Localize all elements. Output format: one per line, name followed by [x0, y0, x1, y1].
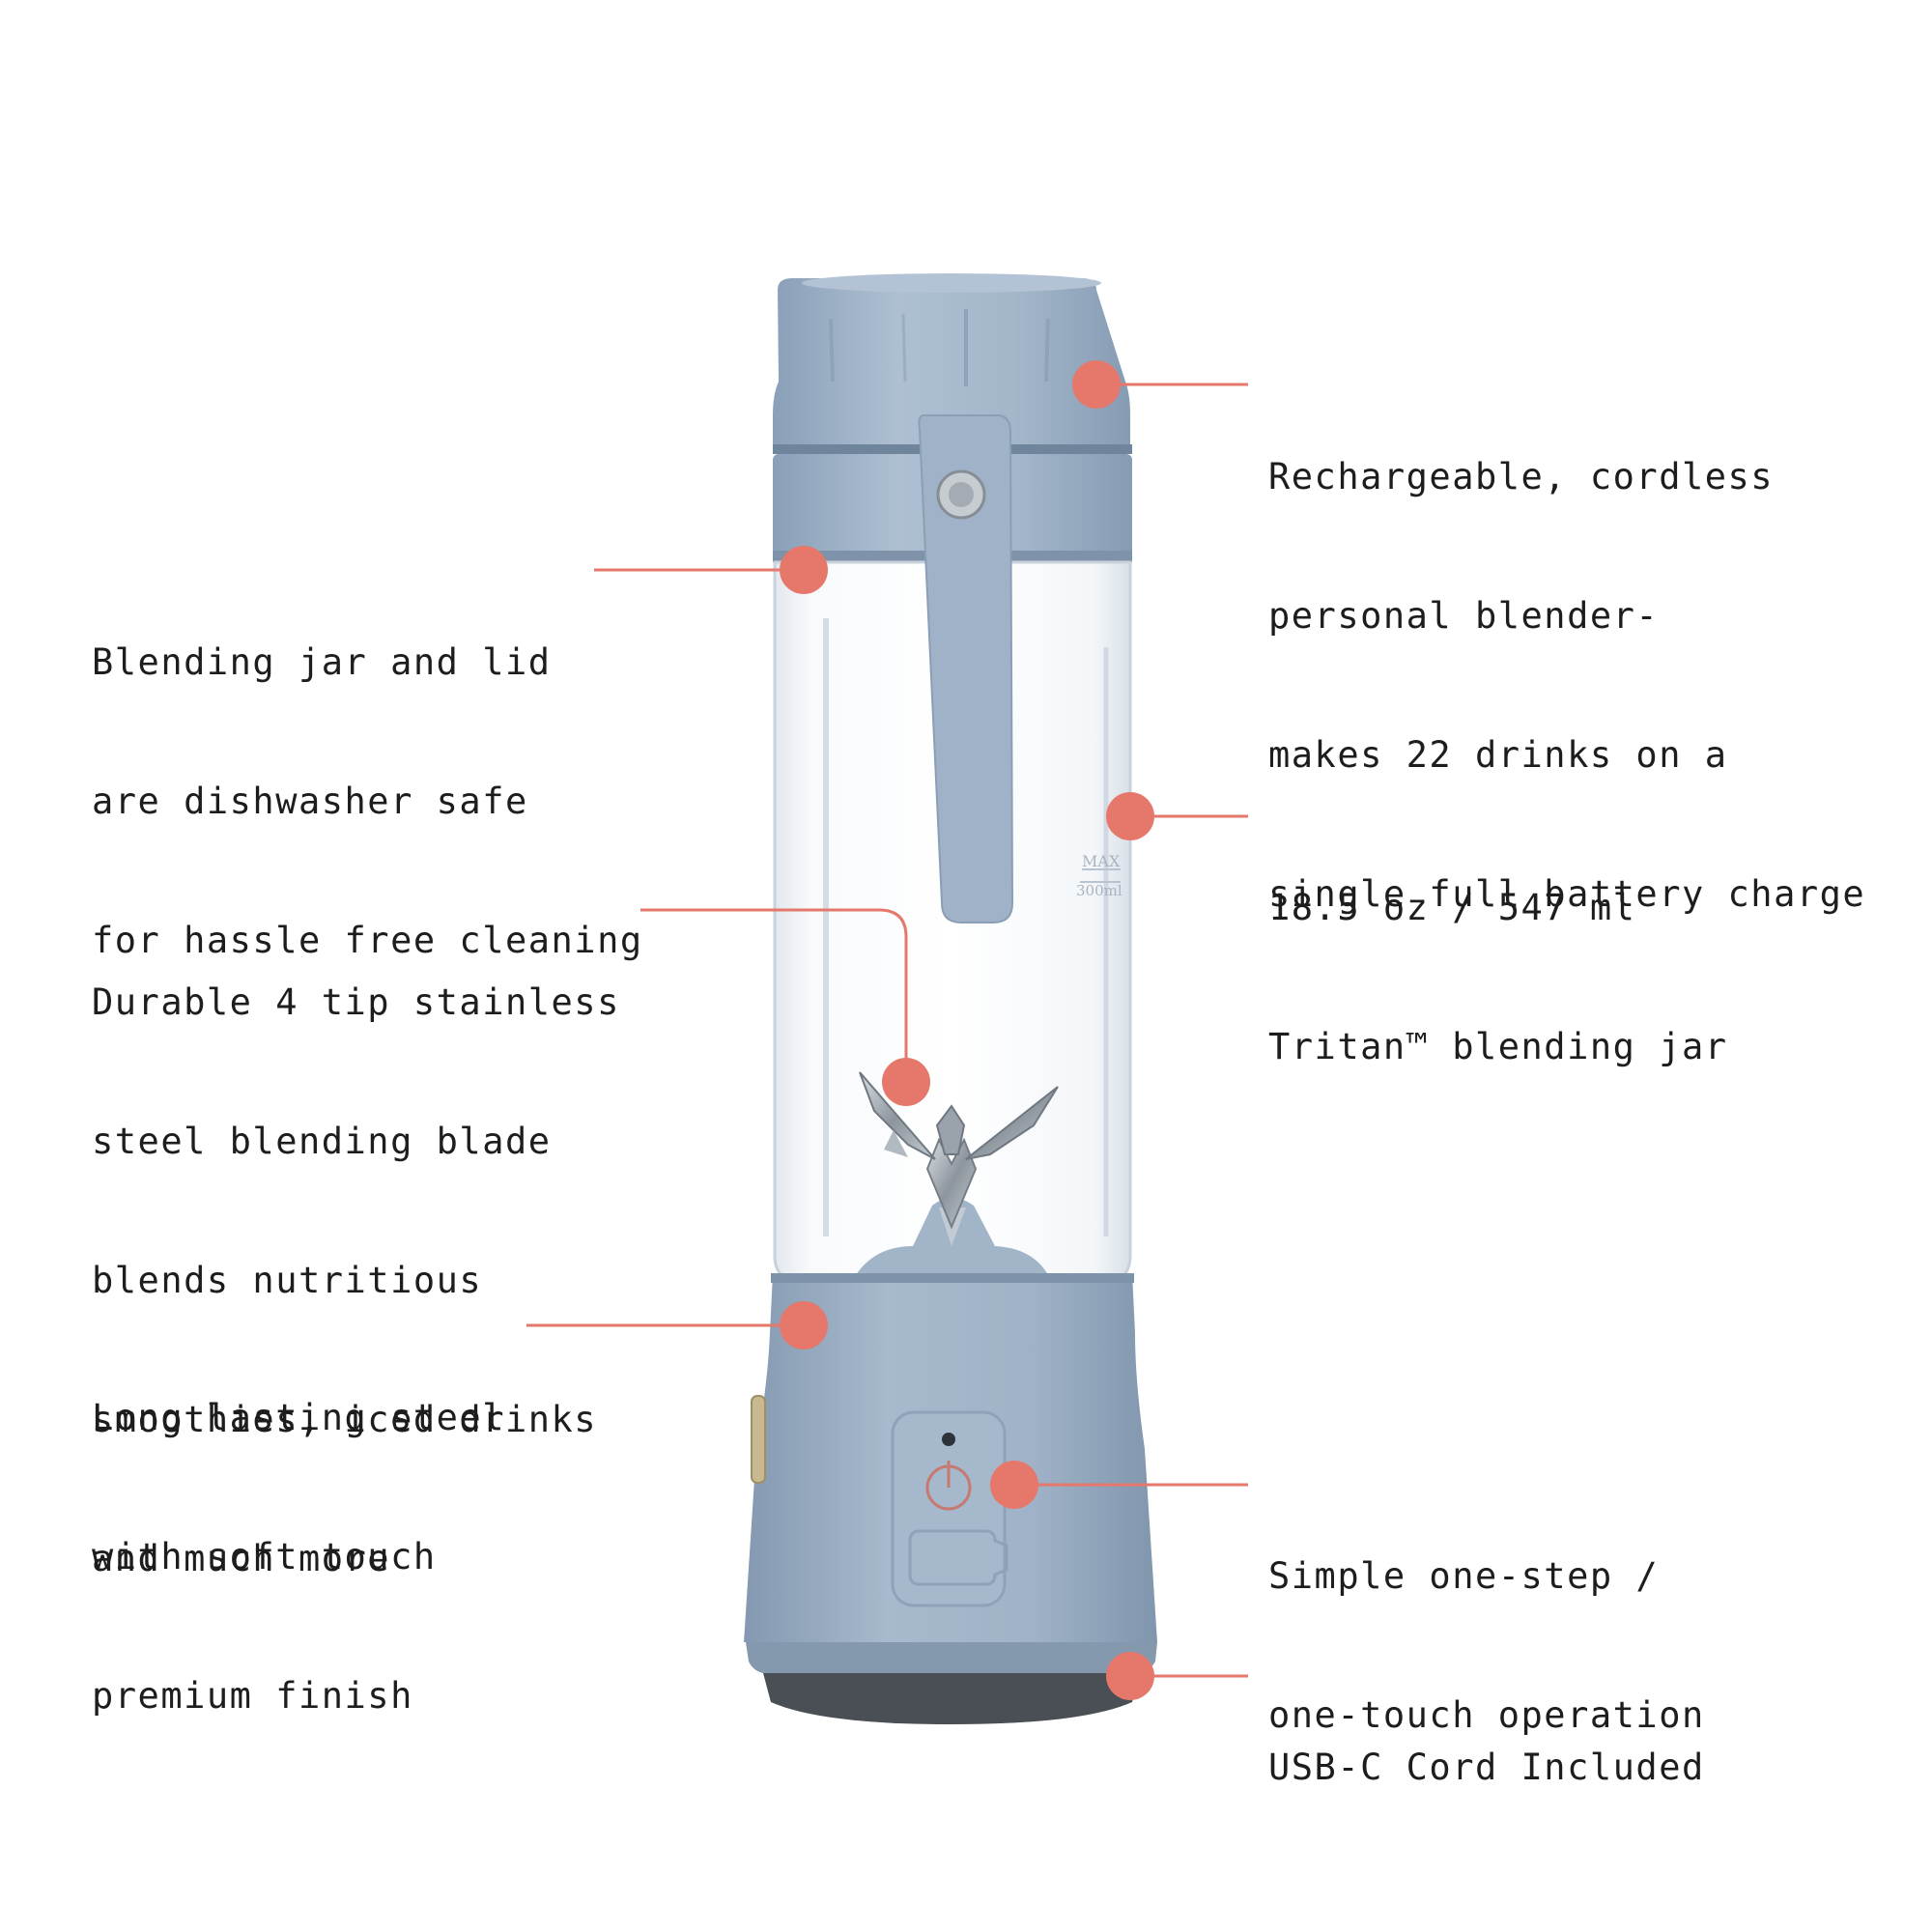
- callout-blade: Durable 4 tip stainless steel blending b…: [92, 887, 620, 1675]
- callout-jar-capacity-line: Tritan™ blending jar: [1268, 1026, 1728, 1067]
- callout-finish-line: with soft touch: [92, 1536, 437, 1577]
- callout-finish-line: premium finish: [92, 1675, 413, 1717]
- callout-blade-line: Durable 4 tip stainless: [92, 981, 620, 1023]
- jar-volume-marking: 300ml: [1076, 882, 1122, 899]
- callout-dot-battery: [1072, 360, 1121, 409]
- callout-battery-line: single full battery charge: [1268, 873, 1866, 915]
- callout-usb: USB-C Cord Included: [1268, 1652, 1705, 1884]
- callout-blade-line: and much more: [92, 1538, 391, 1579]
- callout-dot-finish: [780, 1301, 828, 1350]
- callout-usb-line: USB-C Cord Included: [1268, 1747, 1705, 1788]
- callout-battery-line: personal blender-: [1268, 595, 1660, 637]
- callout-jar-capacity-line: 18.5 oz / 547 ml: [1268, 887, 1636, 928]
- motor-base: [744, 1273, 1157, 1724]
- callout-finish: Long lasting steel with soft touch premi…: [92, 1302, 505, 1812]
- callout-battery-line: makes 22 drinks on a: [1268, 734, 1728, 776]
- usb-port: [908, 1529, 1009, 1586]
- callout-dishwasher-line: are dishwasher safe: [92, 781, 528, 822]
- callout-dot-blade: [882, 1058, 930, 1106]
- callout-operation: Simple one-step / one-touch operation: [1268, 1461, 1705, 1832]
- callout-operation-line: Simple one-step /: [1268, 1555, 1660, 1597]
- callout-finish-line: Long lasting steel: [92, 1397, 505, 1438]
- callout-dot-operation: [990, 1461, 1038, 1509]
- blade-assembly: [850, 1071, 1059, 1285]
- callout-markers: [526, 360, 1248, 1700]
- callout-dot-usb: [1106, 1652, 1154, 1700]
- callout-dishwasher: Blending jar and lid are dishwasher safe…: [92, 547, 643, 1057]
- callout-battery-line: Rechargeable, cordless: [1268, 456, 1775, 497]
- callout-blade-line: blends nutritious: [92, 1260, 483, 1301]
- callout-dot-dishwasher: [780, 546, 828, 594]
- callout-dishwasher-line: Blending jar and lid: [92, 641, 552, 683]
- callout-dot-jar-capacity: [1106, 792, 1154, 840]
- carry-strap: [918, 414, 1014, 923]
- jar-max-marking: MAX: [1082, 852, 1121, 870]
- callout-blade-line: steel blending blade: [92, 1121, 552, 1162]
- callout-jar-capacity: 18.5 oz / 547 ml Tritan™ blending jar: [1268, 792, 1728, 1163]
- callout-operation-line: one-touch operation: [1268, 1694, 1705, 1736]
- callout-battery: Rechargeable, cordless personal blender-…: [1268, 361, 1865, 1010]
- callout-dishwasher-line: for hassle free cleaning: [92, 920, 643, 961]
- callout-blade-line: smoothies, iced drinks: [92, 1399, 598, 1440]
